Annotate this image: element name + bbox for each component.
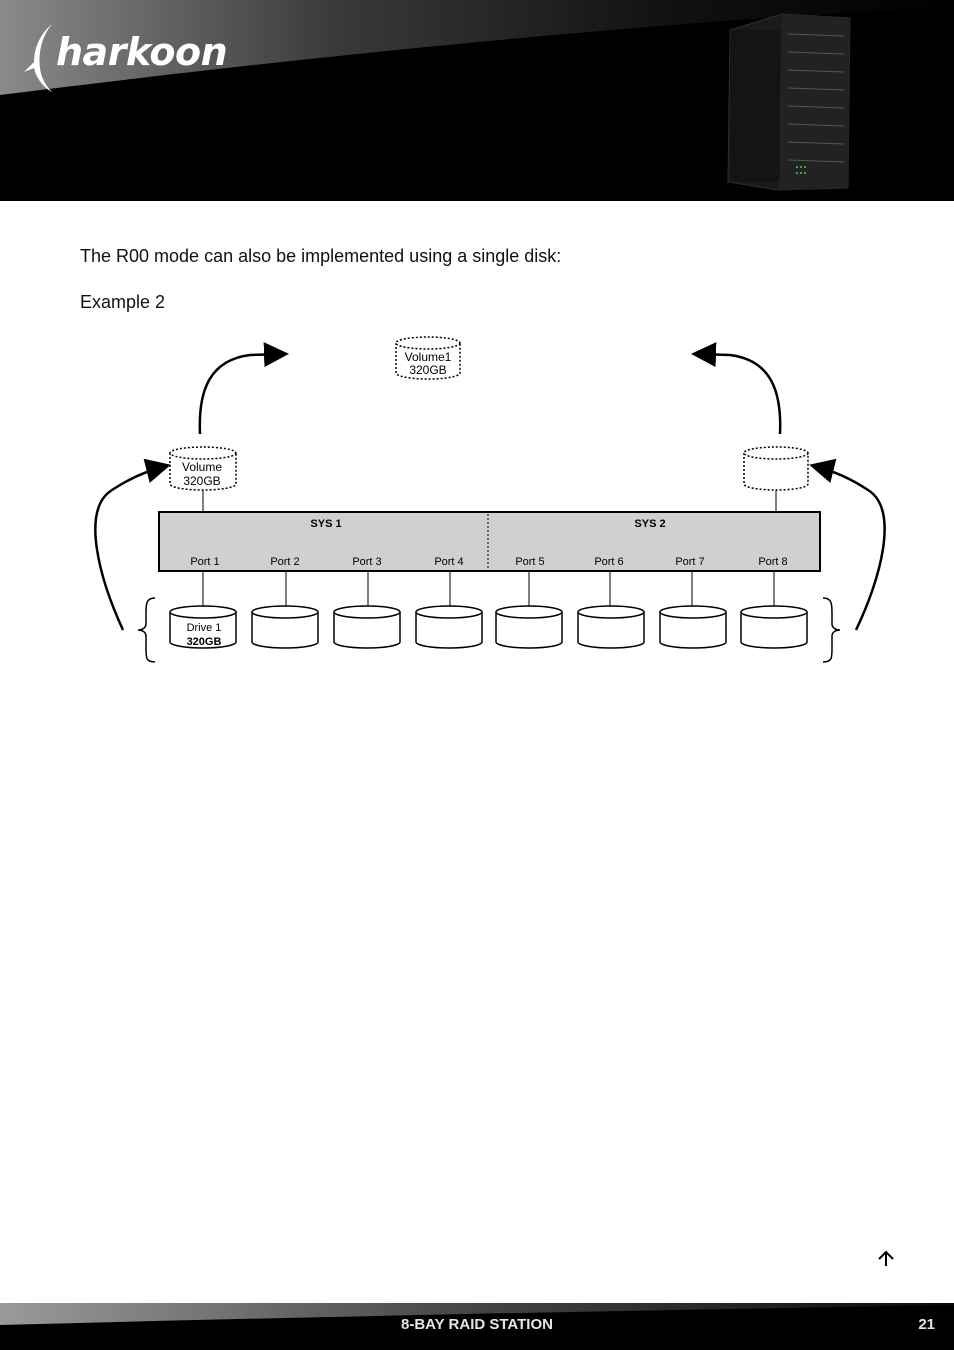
drive-6	[577, 605, 645, 649]
intro-text: The R00 mode can also be implemented usi…	[80, 246, 562, 266]
port-3-label: Port 3	[352, 556, 381, 568]
port-6-label: Port 6	[594, 556, 623, 568]
sys-panel: SYS 1 SYS 2 Port 1 Port 2 Port 3 Port 4 …	[158, 511, 821, 572]
arrow-right-lower	[809, 458, 886, 631]
drive-7	[659, 605, 727, 649]
shark-fin-logo-icon	[24, 24, 52, 92]
arrow-left-upper	[198, 342, 289, 435]
footer-bar	[0, 1303, 954, 1350]
drive-8	[740, 605, 808, 649]
volume-right-cylinder	[743, 446, 809, 491]
right-brace	[822, 597, 841, 663]
arrow-left-lower	[94, 458, 171, 631]
drive-4	[415, 605, 483, 649]
arrow-up-icon[interactable]	[875, 1248, 897, 1270]
page-header: harkoon	[0, 0, 954, 201]
port-7-label: Port 7	[675, 556, 704, 568]
sys1-label: SYS 1	[310, 518, 341, 530]
volume1-cylinder: Volume1 320GB	[395, 336, 461, 380]
header-sheen	[0, 0, 954, 95]
drive-1-name: Drive 1	[187, 622, 222, 634]
arrow-right-upper	[691, 342, 782, 435]
drive-5	[495, 605, 563, 649]
port-1-label: Port 1	[190, 556, 219, 568]
drive-3	[333, 605, 401, 649]
footer-title: 8-BAY RAID STATION	[401, 1316, 553, 1333]
volume-left-size: 320GB	[183, 474, 220, 488]
example-label: Example 2	[80, 292, 166, 312]
volume1-name: Volume1	[405, 350, 452, 364]
volume-left-name: Volume	[182, 460, 222, 474]
port-5-label: Port 5	[515, 556, 544, 568]
raid-tower-image	[727, 13, 851, 191]
port-8-label: Port 8	[758, 556, 787, 568]
left-brace	[137, 597, 156, 663]
drive-1: Drive 1 320GB	[169, 605, 237, 649]
port-4-label: Port 4	[434, 556, 463, 568]
brand-logo: harkoon	[56, 30, 228, 74]
volume-left-cylinder: Volume 320GB	[169, 446, 237, 491]
volume1-size: 320GB	[409, 363, 446, 377]
page-number: 21	[918, 1316, 935, 1333]
drive-1-size: 320GB	[187, 636, 222, 648]
raid-diagram: Volume1 320GB Volume 320GB SYS 1 SYS 2 P…	[94, 336, 886, 663]
drive-2	[251, 605, 319, 649]
sys2-label: SYS 2	[634, 518, 665, 530]
port-2-label: Port 2	[270, 556, 299, 568]
